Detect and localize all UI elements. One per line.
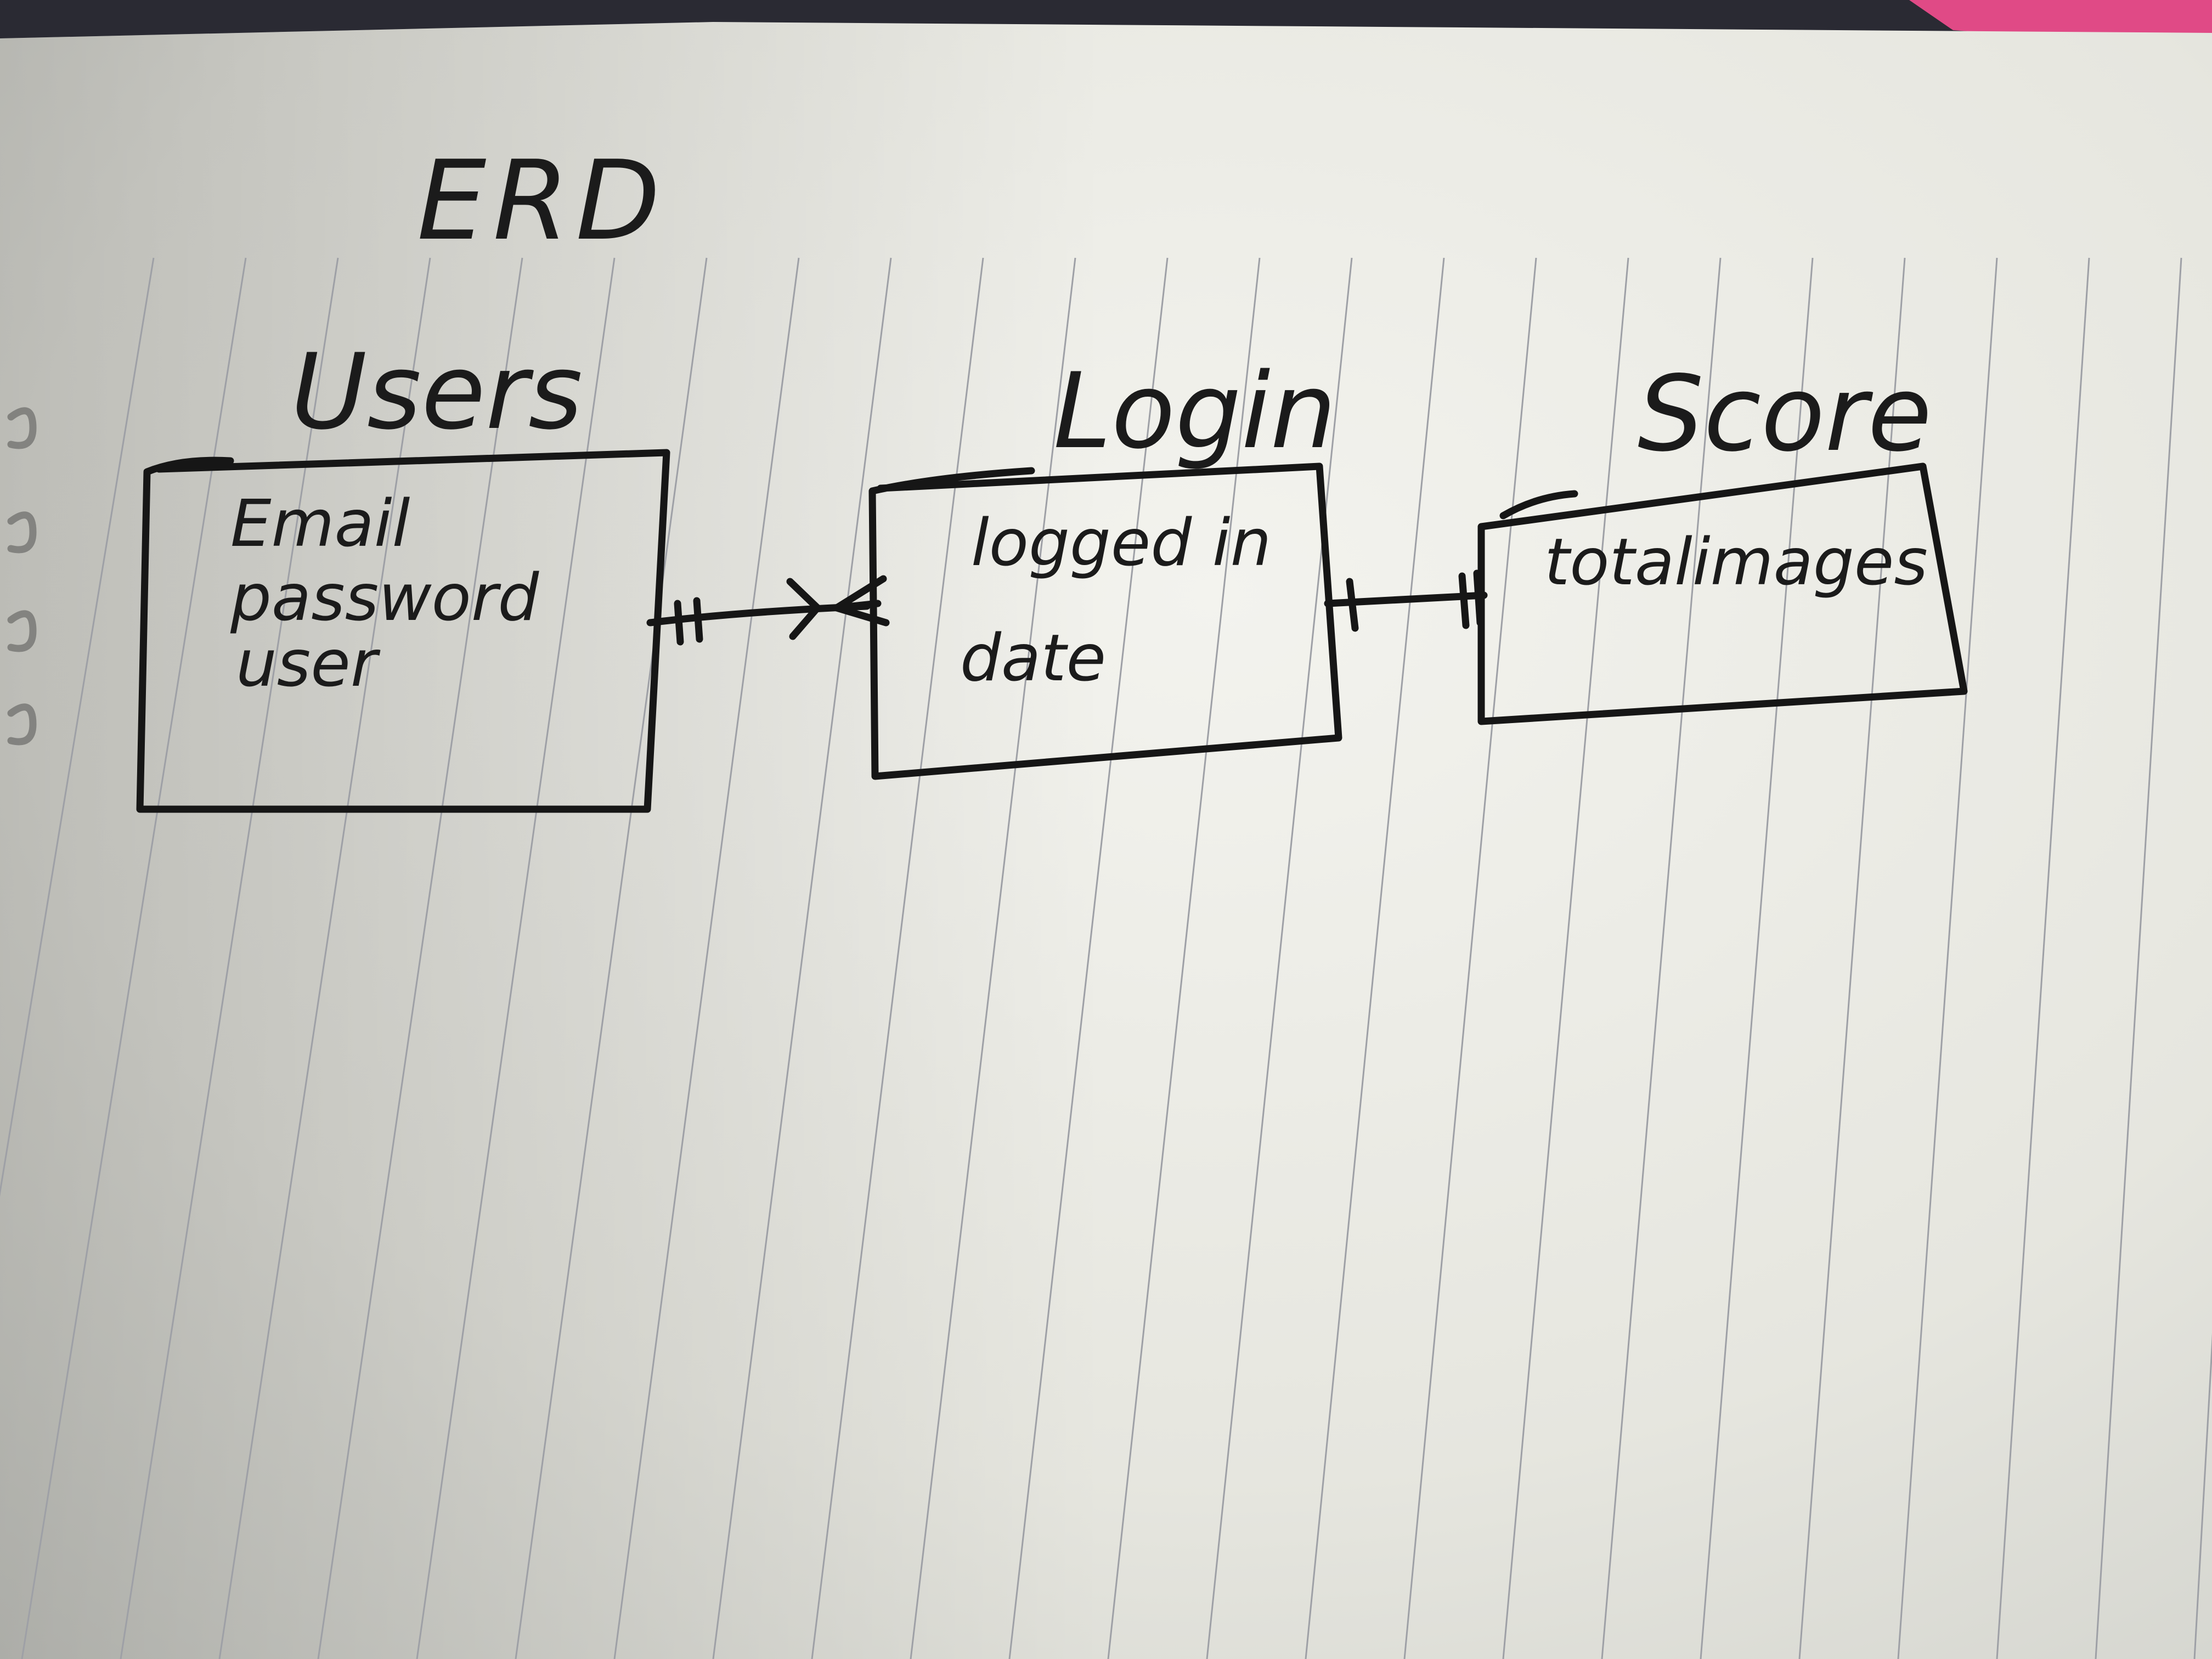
ruled-lines	[0, 257, 2212, 1659]
ruled-line	[21, 257, 247, 1659]
ruled-line	[1897, 257, 1998, 1659]
ruled-line	[218, 257, 431, 1659]
ruled-line	[613, 257, 800, 1659]
entity-users: Users Email password user	[136, 331, 670, 813]
one-mark	[674, 600, 684, 646]
one-mark	[693, 597, 703, 643]
relationship-login-score	[1324, 569, 1488, 632]
entity-users-box	[136, 449, 670, 813]
entity-users-attribute: user	[236, 625, 381, 701]
ruled-line	[1601, 257, 1722, 1659]
ruled-line	[0, 257, 155, 1197]
ruled-line	[1403, 257, 1537, 1659]
entity-login: Login logged in date	[868, 351, 1342, 780]
ruled-line	[416, 257, 616, 1659]
entity-login-attribute: logged in	[971, 505, 1271, 580]
ruled-line	[1008, 257, 1169, 1659]
entity-login-name: Login	[1053, 351, 1336, 472]
ruled-line	[1502, 257, 1629, 1659]
entity-score-box	[1477, 462, 1968, 725]
hand-shadow	[0, 22, 2212, 1659]
ruled-line	[120, 257, 339, 1659]
entity-score-name: Score	[1638, 353, 1932, 475]
ruled-line	[1798, 257, 1906, 1659]
ruled-line	[1206, 257, 1353, 1659]
one-mark	[1473, 569, 1484, 627]
entity-login-attribute: date	[960, 620, 1106, 696]
ruled-line	[1305, 257, 1445, 1659]
ruled-line	[515, 257, 708, 1659]
ruled-line	[2193, 1333, 2212, 1659]
entity-users-attribute: password	[230, 560, 539, 635]
ruled-line	[811, 257, 984, 1659]
relationship-users-login	[646, 575, 890, 646]
entity-score: Score totalimages	[1477, 353, 1968, 725]
one-mark	[1458, 572, 1470, 629]
many-mark	[786, 578, 821, 640]
entity-login-box	[868, 462, 1342, 780]
ruled-line	[712, 257, 892, 1659]
margin-marks	[7, 407, 37, 746]
diagram-title: ERD	[417, 137, 667, 265]
ruled-line	[910, 257, 1076, 1659]
ruled-line	[1700, 257, 1814, 1659]
ruled-line	[1996, 257, 2090, 1659]
entity-score-attribute: totalimages	[1544, 524, 1928, 600]
ruled-line	[1107, 257, 1261, 1659]
entity-users-name: Users	[291, 331, 583, 453]
one-mark	[1346, 578, 1359, 632]
ruled-line	[2095, 257, 2182, 1659]
ruled-line	[317, 257, 523, 1659]
crows-foot-mark	[833, 575, 890, 627]
entity-users-attribute: Email	[230, 486, 410, 561]
